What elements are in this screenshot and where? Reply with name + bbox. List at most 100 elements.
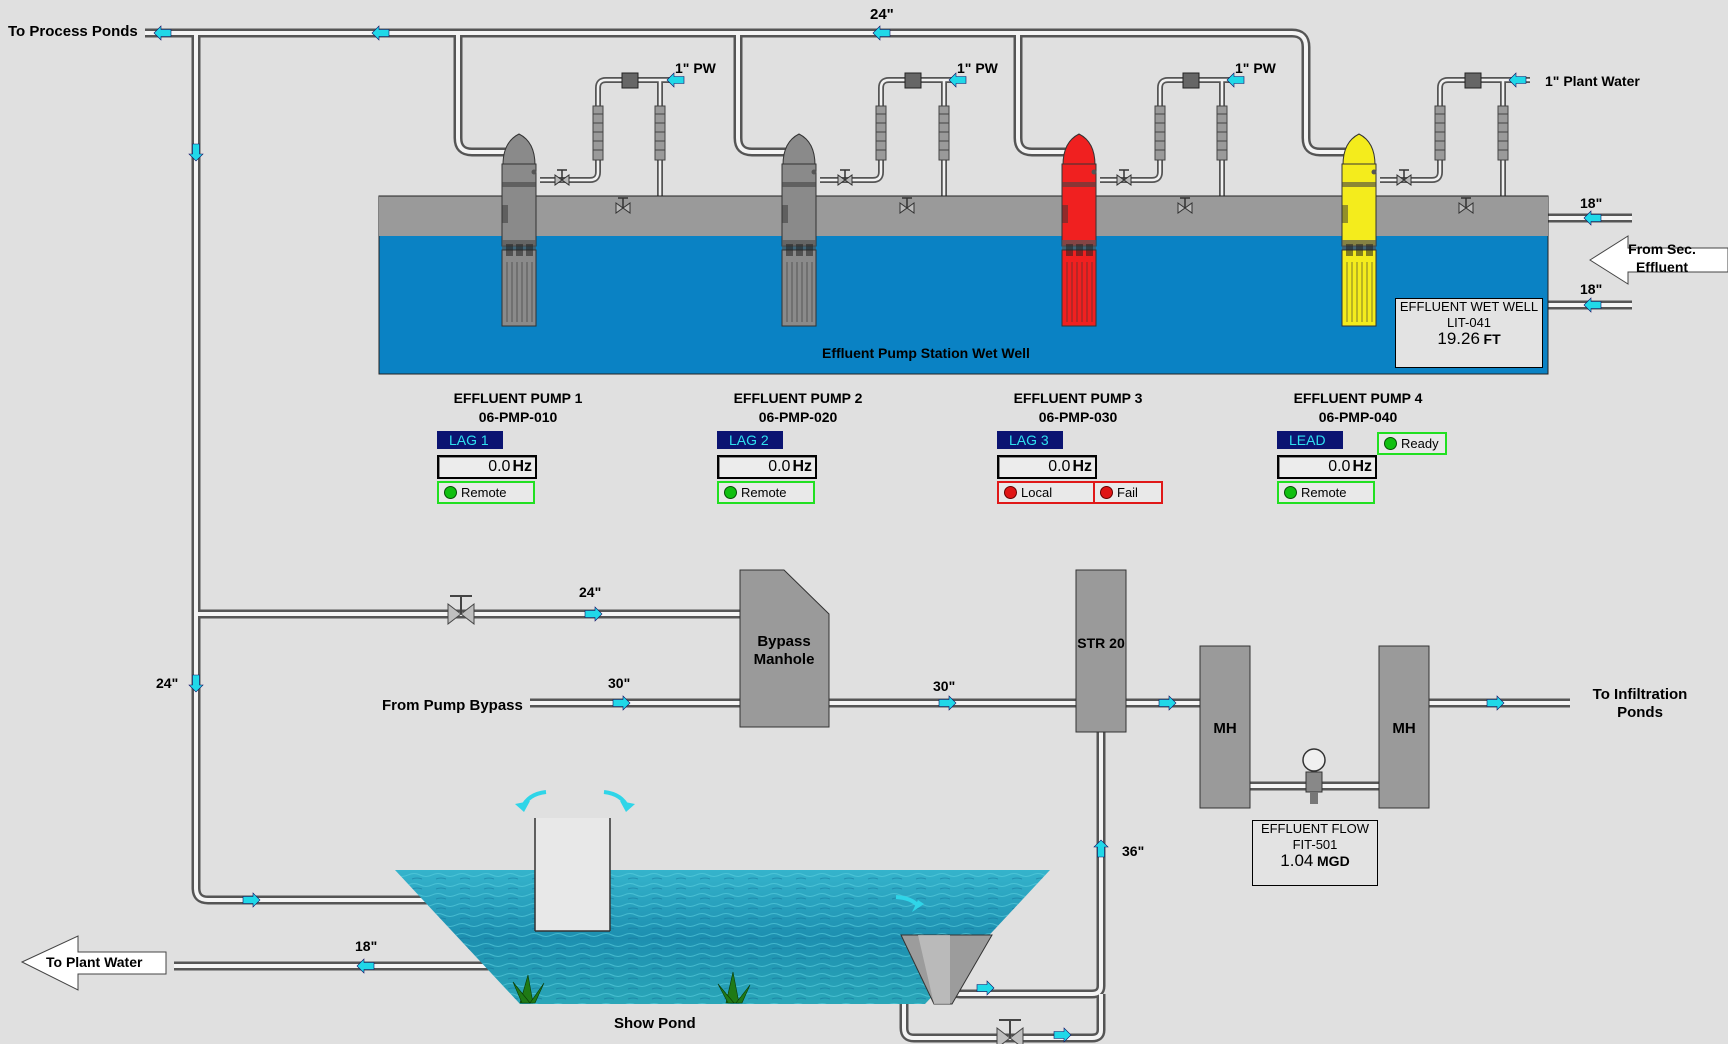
seal-water-set-3 bbox=[1116, 72, 1228, 214]
pump-graphics bbox=[501, 133, 1377, 327]
pump-control-text: Remote bbox=[741, 485, 787, 500]
bypass-manhole bbox=[739, 569, 830, 728]
plant-water-feed-label: 1" Plant Water bbox=[1545, 73, 1640, 89]
pw-label-3: 1" PW bbox=[1235, 60, 1276, 76]
pump-tag: 06-PMP-030 bbox=[1038, 409, 1118, 425]
pump-speed-value: 0.0 bbox=[1048, 458, 1071, 475]
flow-value: 1.04 bbox=[1280, 851, 1314, 870]
pipe-size-36-label: 36" bbox=[1122, 843, 1145, 859]
manhole-2 bbox=[1378, 645, 1430, 809]
structures bbox=[739, 569, 1430, 809]
str-20-label: STR 20 bbox=[1077, 635, 1125, 651]
seal-water-set-2 bbox=[837, 72, 950, 214]
flow-arrows bbox=[153, 25, 1602, 1043]
riser-size-label: 24" bbox=[156, 675, 179, 691]
level-title: EFFLUENT WET WELL bbox=[1399, 299, 1539, 314]
seal-water-set-4 bbox=[1396, 72, 1509, 214]
effluent-flow-indicator: EFFLUENT FLOW FIT-501 1.04 MGD bbox=[1252, 820, 1378, 886]
arrow-pw-4 bbox=[1508, 72, 1527, 88]
pump-fault-text: Fail bbox=[1117, 485, 1138, 500]
pump-control-status[interactable]: Remote bbox=[717, 481, 815, 504]
arrow-inlet-1 bbox=[1583, 210, 1602, 226]
boundary-arrows bbox=[20, 235, 1728, 991]
status-indicator-icon bbox=[1284, 486, 1297, 499]
to-infiltration-label: To Infiltration Ponds bbox=[1592, 686, 1688, 721]
pump-title: EFFLUENT PUMP 1 06-PMP-010 bbox=[428, 389, 608, 427]
pump-ready-text: Ready bbox=[1401, 436, 1439, 451]
flow-unit: MGD bbox=[1317, 853, 1350, 869]
flow-tag: FIT-501 bbox=[1292, 837, 1338, 852]
arrow-pw-1 bbox=[666, 72, 685, 88]
arrow-header-1 bbox=[371, 25, 390, 41]
status-indicator-icon bbox=[444, 486, 457, 499]
pump-3-graphic bbox=[1061, 133, 1097, 327]
seal-water-set-1 bbox=[554, 72, 666, 214]
pump-control-status[interactable]: Remote bbox=[1277, 481, 1375, 504]
arrow-from-pump-bypass bbox=[612, 695, 631, 711]
arrow-header-end bbox=[153, 25, 172, 41]
pump-tag: 06-PMP-040 bbox=[1318, 409, 1398, 425]
pump-title: EFFLUENT PUMP 4 06-PMP-040 bbox=[1268, 389, 1448, 427]
arrow-pond-drain-1 bbox=[976, 980, 995, 996]
flow-title: EFFLUENT FLOW bbox=[1260, 821, 1370, 836]
pump-speed-unit: Hz bbox=[1072, 458, 1092, 475]
valves bbox=[447, 595, 1024, 1044]
from-pump-bypass-label: From Pump Bypass bbox=[382, 697, 523, 714]
pump-ready-status[interactable]: Ready bbox=[1377, 432, 1447, 455]
pump-speed-unit: Hz bbox=[1352, 458, 1372, 475]
manhole-1 bbox=[1199, 645, 1251, 809]
pump-title: EFFLUENT PUMP 2 06-PMP-020 bbox=[708, 389, 888, 427]
pump-mode-badge[interactable]: LAG 1 bbox=[437, 431, 503, 449]
pump-2-graphic bbox=[781, 133, 817, 327]
arrow-36-riser bbox=[1093, 839, 1109, 858]
str-20 bbox=[1075, 569, 1127, 733]
wet-well-label: Effluent Pump Station Wet Well bbox=[822, 345, 1030, 361]
pump-speed-value: 0.0 bbox=[768, 458, 791, 475]
pump-mode-badge[interactable]: LAG 3 bbox=[997, 431, 1063, 449]
pipe-size-18-label: 18" bbox=[355, 938, 378, 954]
arrow-pond-feed bbox=[242, 892, 261, 908]
wet-well-level-indicator: EFFLUENT WET WELL LIT-041 19.26 FT bbox=[1395, 298, 1543, 368]
pump-4-graphic bbox=[1341, 133, 1377, 327]
from-sec-effluent-label: From Sec. Effluent bbox=[1628, 241, 1696, 275]
pump-1-graphic bbox=[501, 133, 537, 327]
pump-title: EFFLUENT PUMP 3 06-PMP-030 bbox=[988, 389, 1168, 427]
show-pond-label: Show Pond bbox=[614, 1015, 696, 1032]
mh-label-2: MH bbox=[1392, 720, 1416, 737]
pump-name: EFFLUENT PUMP 2 bbox=[733, 390, 863, 406]
arrow-riser-2 bbox=[188, 674, 204, 693]
mh-label-1: MH bbox=[1213, 720, 1237, 737]
seal-water-tubing bbox=[540, 77, 1530, 211]
pump-name: EFFLUENT PUMP 3 bbox=[1013, 390, 1143, 406]
pump-name: EFFLUENT PUMP 4 bbox=[1293, 390, 1423, 406]
show-pond bbox=[395, 790, 1050, 1005]
bypass-line-size-label: 24" bbox=[579, 584, 602, 600]
pump-tag: 06-PMP-010 bbox=[478, 409, 558, 425]
pump-mode-badge[interactable]: LEAD bbox=[1277, 431, 1343, 449]
level-unit: FT bbox=[1483, 331, 1501, 347]
pump-mode-badge[interactable]: LAG 2 bbox=[717, 431, 783, 449]
pump-control-status[interactable]: Local bbox=[997, 481, 1095, 504]
tubing-components bbox=[554, 72, 1509, 214]
ready-indicator-icon bbox=[1384, 437, 1397, 450]
pump-speed-value: 0.0 bbox=[1328, 458, 1351, 475]
pump-speed-value: 0.0 bbox=[488, 458, 511, 475]
to-process-ponds-label: To Process Ponds bbox=[8, 23, 138, 40]
pump-speed-unit: Hz bbox=[792, 458, 812, 475]
arrow-riser-1 bbox=[188, 143, 204, 162]
pump-fault-status[interactable]: Fail bbox=[1093, 481, 1163, 504]
pump-speed-unit: Hz bbox=[512, 458, 532, 475]
arrow-bypass-line bbox=[584, 606, 603, 622]
pump-control-status[interactable]: Remote bbox=[437, 481, 535, 504]
pipe-size-30-label-2: 30" bbox=[933, 678, 956, 694]
arrow-pw-2 bbox=[948, 72, 967, 88]
arrow-manhole-out bbox=[938, 695, 957, 711]
flow-meter bbox=[1302, 748, 1326, 804]
bypass-manhole-label: Bypass Manhole bbox=[753, 633, 815, 668]
pw-label-1: 1" PW bbox=[675, 60, 716, 76]
arrow-pw-3 bbox=[1226, 72, 1245, 88]
pw-label-2: 1" PW bbox=[957, 60, 998, 76]
